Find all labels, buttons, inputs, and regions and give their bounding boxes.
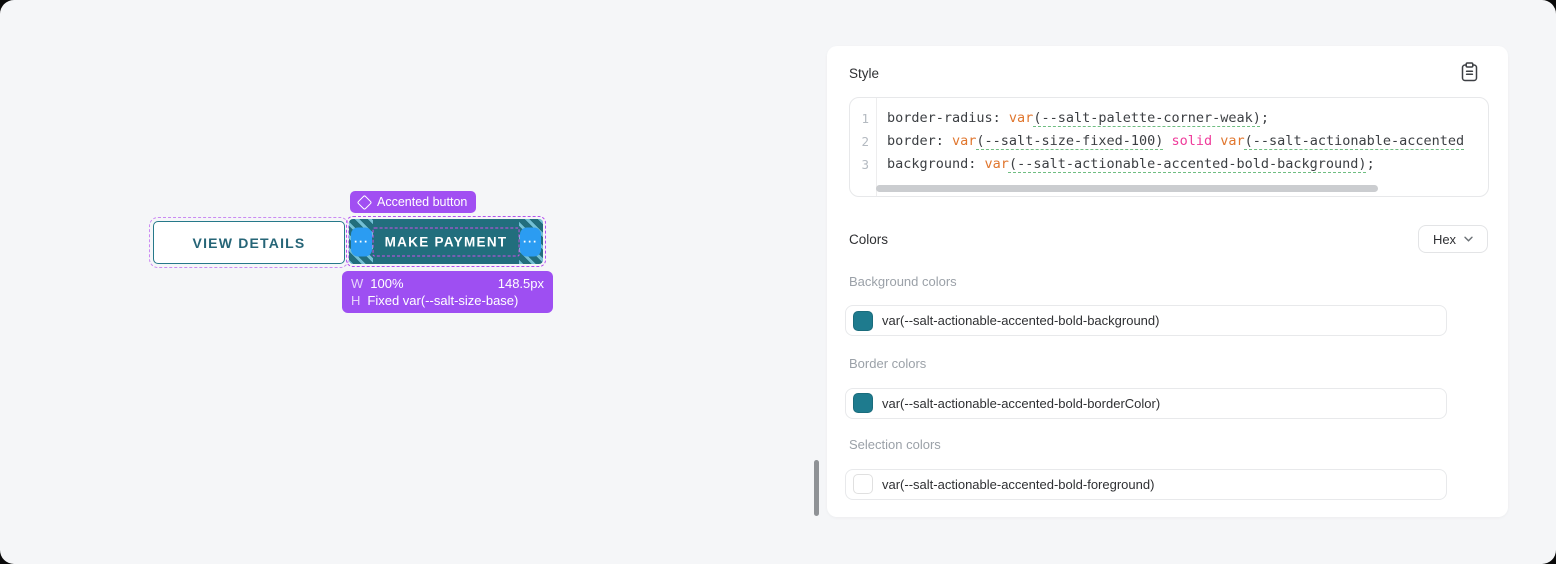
code-line: border-radius: var(--salt-palette-corner… xyxy=(887,110,1270,126)
color-format-dropdown[interactable]: Hex xyxy=(1418,225,1488,253)
view-details-label: VIEW DETAILS xyxy=(192,234,306,251)
border-colors-label: Border colors xyxy=(849,355,927,371)
height-measurement: H Fixed var(--salt-size-base) xyxy=(351,292,544,309)
background-color-swatch xyxy=(853,310,873,331)
code-lines: border-radius: var(--salt-palette-corner… xyxy=(877,98,1488,196)
make-payment-label: MAKE PAYMENT xyxy=(372,227,520,256)
border-color-value: var(--salt-actionable-accented-bold-bord… xyxy=(882,395,1161,411)
selection-color-row[interactable]: var(--salt-actionable-accented-bold-fore… xyxy=(845,468,1447,500)
selection-name-badge: Accented button xyxy=(350,191,477,213)
colors-section-title: Colors xyxy=(849,232,889,247)
height-dim-letter: H xyxy=(351,293,361,308)
style-section-title: Style xyxy=(849,66,880,81)
clipboard-icon xyxy=(1461,62,1478,82)
code-line: background: var(--salt-actionable-accent… xyxy=(887,156,1375,172)
width-pixels: 148.5px xyxy=(497,276,544,291)
size-measurement-tooltip: W 100% 148.5px H Fixed var(--salt-size-b… xyxy=(342,271,553,313)
padding-handle-left[interactable]: ··· xyxy=(351,227,372,256)
chevron-down-icon xyxy=(1464,236,1473,242)
background-color-value: var(--salt-actionable-accented-bold-back… xyxy=(882,313,1160,328)
panel-scrollbar[interactable] xyxy=(814,460,819,516)
width-measurement: W 100% 148.5px xyxy=(351,275,544,292)
width-value: 100% xyxy=(370,276,404,291)
code-horizontal-scrollbar[interactable] xyxy=(876,185,1378,192)
selection-colors-label: Selection colors xyxy=(849,437,941,452)
view-details-button[interactable]: VIEW DETAILS xyxy=(149,217,349,268)
width-dim-letter: W xyxy=(351,276,364,291)
border-color-row[interactable]: var(--salt-actionable-accented-bold-bord… xyxy=(845,387,1447,419)
diamond-icon xyxy=(356,194,373,210)
selection-color-swatch xyxy=(853,474,873,494)
background-colors-label: Background colors xyxy=(849,274,957,289)
border-color-swatch xyxy=(853,393,873,413)
padding-handle-right[interactable]: ··· xyxy=(520,227,541,256)
selection-name-label: Accented button xyxy=(377,195,468,209)
copy-code-button[interactable] xyxy=(1456,59,1482,85)
selection-color-value: var(--salt-actionable-accented-bold-fore… xyxy=(882,476,1155,492)
height-value: Fixed var(--salt-size-base) xyxy=(367,293,519,308)
code-line: border: var(--salt-size-fixed-100) solid… xyxy=(887,133,1465,149)
color-format-value: Hex xyxy=(1432,231,1457,247)
background-color-row[interactable]: var(--salt-actionable-accented-bold-back… xyxy=(845,305,1447,336)
make-payment-button[interactable]: ··· ··· MAKE PAYMENT xyxy=(346,216,546,267)
